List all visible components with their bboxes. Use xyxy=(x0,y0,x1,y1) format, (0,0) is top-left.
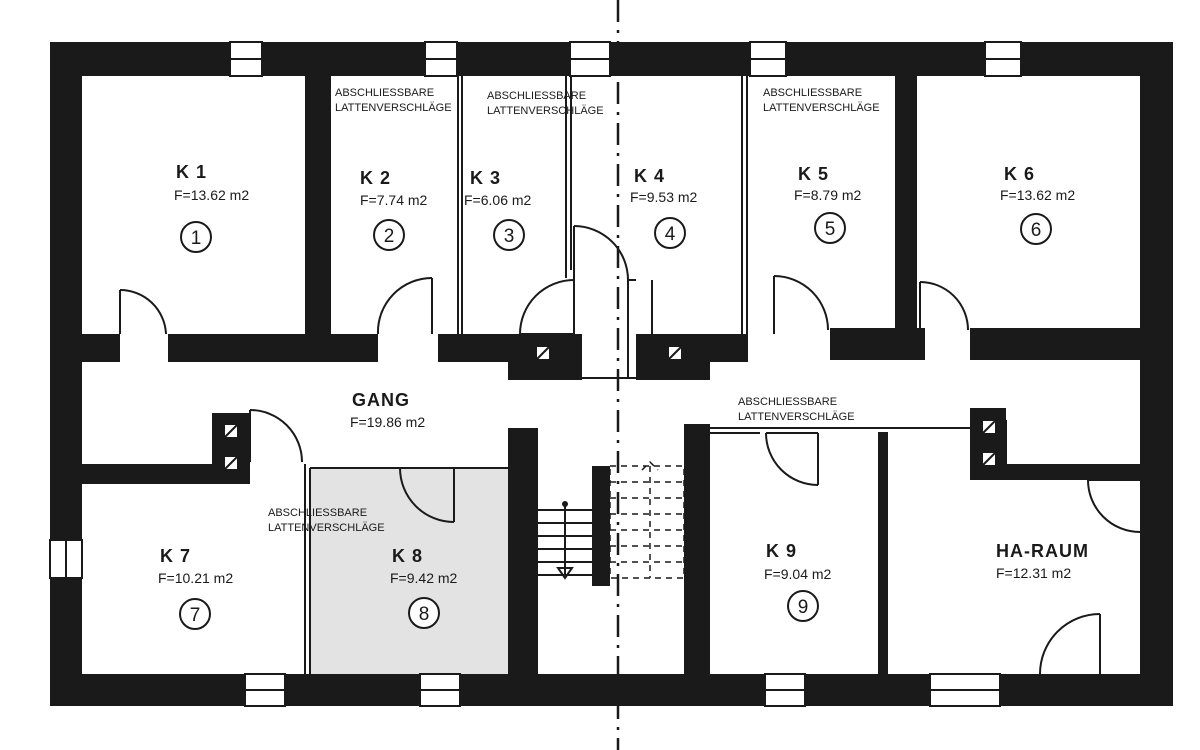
room-k2-name: K 2 xyxy=(360,168,391,188)
windows xyxy=(49,41,1022,707)
room-k2: K 2 F=7.74 m2 2 xyxy=(360,168,428,251)
room-k3: K 3 F=6.06 m2 3 xyxy=(464,168,532,251)
room-k3-name: K 3 xyxy=(470,168,501,188)
room-ha-raum-area: F=12.31 m2 xyxy=(996,565,1071,581)
annotations: ABSCHLIESSBARE LATTENVERSCHLÄGE ABSCHLIE… xyxy=(268,87,880,534)
room-k5-name: K 5 xyxy=(798,164,829,184)
room-k6-number: 6 xyxy=(1031,220,1042,241)
chimney-shafts xyxy=(223,345,997,471)
annotation-k2-line2: LATTENVERSCHLÄGE xyxy=(335,102,452,114)
room-gang-area: F=19.86 m2 xyxy=(350,414,425,430)
room-k4-area: F=9.53 m2 xyxy=(630,189,698,205)
room-k9-name: K 9 xyxy=(766,541,797,561)
room-k4-name: K 4 xyxy=(634,166,665,186)
room-k2-area: F=7.74 m2 xyxy=(360,192,428,208)
room-k2-number: 2 xyxy=(384,226,395,247)
room-k7-area: F=10.21 m2 xyxy=(158,570,233,586)
room-k9-number-circle xyxy=(787,590,819,622)
room-ha-raum-name: HA-RAUM xyxy=(996,541,1089,561)
annotation-k3-line2: LATTENVERSCHLÄGE xyxy=(487,105,604,117)
interior-walls xyxy=(82,76,1140,706)
staircase xyxy=(538,460,685,580)
room-k8-number-circle xyxy=(408,597,440,629)
annotation-k7-line1: ABSCHLIESSBARE xyxy=(268,507,367,519)
doors xyxy=(119,225,1141,675)
room-k3-area: F=6.06 m2 xyxy=(464,192,532,208)
annotation-k9-line2: LATTENVERSCHLÄGE xyxy=(738,411,855,423)
room-k6-area: F=13.62 m2 xyxy=(1000,187,1075,203)
room-k8-number: 8 xyxy=(419,604,430,625)
annotation-k5-line1: ABSCHLIESSBARE xyxy=(763,87,862,99)
room-k6-name: K 6 xyxy=(1004,164,1035,184)
room-k5-area: F=8.79 m2 xyxy=(794,187,862,203)
room-k9: K 9 F=9.04 m2 9 xyxy=(764,541,832,622)
partitions xyxy=(304,76,1140,674)
room-k6-number-circle xyxy=(1020,213,1052,245)
k8-highlight xyxy=(310,468,508,674)
room-k4-number: 4 xyxy=(665,224,676,245)
room-k9-number: 9 xyxy=(798,597,809,618)
room-k1: K 1 F=13.62 m2 1 xyxy=(174,162,249,253)
room-k1-number-circle xyxy=(180,221,212,253)
room-k4: K 4 F=9.53 m2 4 xyxy=(630,166,698,249)
room-k3-number: 3 xyxy=(504,226,515,247)
room-k8: K 8 F=9.42 m2 8 xyxy=(390,546,458,629)
annotation-k2-line1: ABSCHLIESSBARE xyxy=(335,87,434,99)
room-k7: K 7 F=10.21 m2 7 xyxy=(158,546,233,630)
annotation-k5-line2: LATTENVERSCHLÄGE xyxy=(763,102,880,114)
room-k6: K 6 F=13.62 m2 6 xyxy=(1000,164,1075,245)
room-k5-number-circle xyxy=(814,212,846,244)
room-k4-number-circle xyxy=(654,217,686,249)
room-k5-number: 5 xyxy=(825,219,836,240)
room-k3-number-circle xyxy=(493,219,525,251)
room-ha-raum: HA-RAUM F=12.31 m2 xyxy=(996,541,1089,581)
annotation-k9-line1: ABSCHLIESSBARE xyxy=(738,396,837,408)
room-k1-number: 1 xyxy=(191,228,202,249)
room-k2-number-circle xyxy=(373,219,405,251)
room-k7-number: 7 xyxy=(190,605,201,626)
annotation-k7-line2: LATTENVERSCHLÄGE xyxy=(268,522,385,534)
room-k1-area: F=13.62 m2 xyxy=(174,187,249,203)
outer-walls xyxy=(50,42,1173,706)
room-k8-area: F=9.42 m2 xyxy=(390,570,458,586)
room-gang-name: GANG xyxy=(352,390,410,410)
room-k1-name: K 1 xyxy=(176,162,207,182)
annotation-k3-line1: ABSCHLIESSBARE xyxy=(487,90,586,102)
room-gang: GANG F=19.86 m2 xyxy=(350,390,425,430)
room-k5: K 5 F=8.79 m2 5 xyxy=(794,164,862,244)
room-k9-area: F=9.04 m2 xyxy=(764,566,832,582)
room-k7-number-circle xyxy=(179,598,211,630)
room-k8-name: K 8 xyxy=(392,546,423,566)
room-k7-name: K 7 xyxy=(160,546,191,566)
